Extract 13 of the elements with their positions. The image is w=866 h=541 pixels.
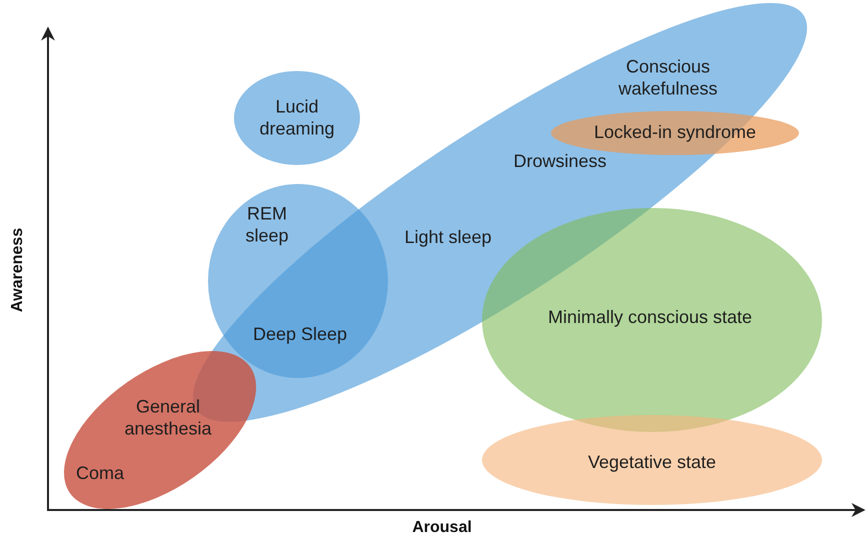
state-label: REM sleep [244, 203, 290, 247]
state-label: Light sleep [403, 227, 493, 249]
state-label: Lucid dreaming [258, 96, 336, 140]
state-label: Coma [74, 463, 125, 485]
state-label: Conscious wakefulness [617, 56, 719, 100]
state-label: Minimally conscious state [546, 307, 754, 329]
state-label: Vegetative state [586, 452, 718, 474]
axis-title: Awareness [9, 228, 27, 312]
axis-title: Arousal [412, 519, 472, 537]
state-label: Locked-in syndrome [592, 122, 758, 144]
state-label: Drowsiness [512, 151, 608, 173]
state-label: General anesthesia [123, 396, 213, 440]
state-label: Deep Sleep [252, 324, 348, 346]
